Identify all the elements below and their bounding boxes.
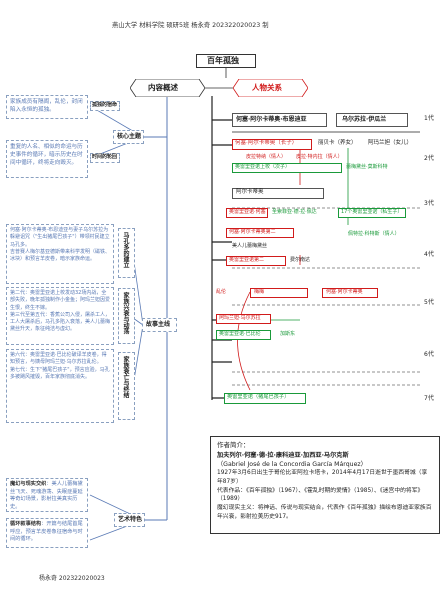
g2-c: 阿玛兰妲（女儿） xyxy=(368,140,413,146)
g1-female-box xyxy=(336,113,408,127)
g3-b: 奥雷里亚诺·何塞 xyxy=(229,209,266,215)
story-phase-3-desc-box: 第六代：奥雷里亚诺·巴比伦破译羊皮卷，得知预言，与姨母阿玛兰妲·乌尔苏拉乱伦。 … xyxy=(6,349,114,423)
g5-c: 阿玛兰妲·乌尔苏拉 xyxy=(219,315,261,321)
g4-d: 费尔南达 xyxy=(290,257,311,263)
author-name-latin: （Gabriel José de la Concordia García Már… xyxy=(217,461,367,469)
art-label: 艺术特色 xyxy=(118,516,143,523)
author-heading: 作者简介： xyxy=(217,441,250,449)
g6-a-box xyxy=(216,330,271,340)
core-item-2-desc: 重复的人名、相似的命运与历史事件的循环，暗示历史在时间中循环，终将走向毁灭。 xyxy=(10,144,83,167)
g5-a: 梅梅 xyxy=(254,289,265,295)
story-phase-3-label: 家族衰亡与终结 xyxy=(122,356,129,398)
art-item-1-text: 魔幻与现实交织：美人儿蕾梅黛丝飞天、死魂游荡、失眠症蔓延等奇幻场景，影射拉美真实… xyxy=(10,481,83,510)
side-label: 乱伦 xyxy=(216,289,227,295)
g4-a-box xyxy=(226,228,294,238)
g5-a-box xyxy=(250,288,308,298)
art-node xyxy=(114,513,145,527)
g3-c: 17个奥雷里亚诺（私生子） xyxy=(341,209,403,215)
author-bio-3: 魔幻现实主义：将神话、传说与现实结合，代表作《百年孤独》描绘布恩迪亚家族百年兴衰… xyxy=(217,505,432,520)
page-title: 百年孤独 xyxy=(207,56,239,65)
g2-note2: 皮拉·特内拉（情人） xyxy=(296,154,343,160)
story-phase-1-desc: 何塞·阿尔卡蒂奥·布恩迪亚与妻子乌尔苏拉为躲避诅咒（"生出猪尾巴孩子"）带领村民… xyxy=(10,227,111,262)
story-phase-3-desc: 第六代：奥雷里亚诺·巴比伦破译羊皮卷，得知预言，与姨母阿玛兰妲·乌尔苏拉乱伦。 … xyxy=(10,352,110,380)
core-item-2-label: 时间的轮回 xyxy=(92,154,118,160)
core-item-1-label-box xyxy=(90,101,120,111)
core-theme-label: 核心主题 xyxy=(117,133,142,140)
left-hub-label: 内容概述 xyxy=(148,83,178,92)
gen-label-6: 6代 xyxy=(424,351,434,358)
g6-a: 奥雷里亚诺·巴比伦 xyxy=(219,331,261,337)
author-bio-1: 1927年3月6日出生于哥伦比亚阿拉卡塔卡，2014年4月17日逝世于墨西哥城（… xyxy=(217,470,428,486)
core-item-2-desc-box: 重复的人名、相似的命运与历史事件的循环，暗示历史在时间中循环，终将走向毁灭。 xyxy=(6,140,88,178)
story-phase-2-desc-box: 第二代：奥雷里亚诺上校发动32场内战，全部失败，晚年孤独制作小金鱼；阿玛兰妲因爱… xyxy=(6,287,114,345)
g2-b-box xyxy=(232,163,342,173)
g5-b: 何塞·阿尔卡蒂奥 xyxy=(326,289,363,295)
g2-a-box xyxy=(232,139,312,150)
footer: 杨永奇 202322020023 xyxy=(39,575,105,582)
story-phase-2-desc: 第二代：奥雷里亚诺上校发动32场内战，全部失败，晚年孤独制作小金鱼；阿玛兰妲因爱… xyxy=(10,290,111,333)
g3-a-box xyxy=(232,188,324,199)
g1-female: 乌尔苏拉·伊瓜兰 xyxy=(342,116,387,123)
author-bio-2: 代表作品：《百年孤独》（1967）、《霍乱时期的爱情》（1985）、《迷宫中的将… xyxy=(217,487,424,503)
gen-label-5: 5代 xyxy=(424,299,434,306)
core-item-1-desc: 家族成员有隔阂，乱伦，封闭陷入永恒的孤独。 xyxy=(10,99,83,114)
g3-d: 圣索菲亚·德·拉·佩达 xyxy=(272,209,317,215)
g4-e: 佩特拉·科特斯（情人） xyxy=(348,231,400,237)
gen-label-4: 4代 xyxy=(424,251,434,258)
gen-label-3: 3代 xyxy=(424,200,434,207)
g7-a: 奥雷里亚诺（猪尾巴孩子） xyxy=(227,394,290,400)
story-phase-2-label: 家族兴衰与动荡 xyxy=(122,292,129,334)
author-name: 加夫列尔·何塞·德·拉·康科迪亚·加西亚·马尔克斯 xyxy=(217,451,349,459)
g5-c-box xyxy=(216,314,271,324)
right-hub-shape xyxy=(233,79,308,97)
g2-e: 蕾梅黛丝·莫斯科特 xyxy=(346,164,388,170)
g3-a: 阿尔卡蒂奥 xyxy=(236,189,264,195)
story-phase-1-label-box xyxy=(118,228,135,278)
gen-label-7: 7代 xyxy=(424,395,434,402)
story-phase-3-label-box xyxy=(118,352,135,420)
gen-label-2: 2代 xyxy=(424,155,434,162)
core-theme-node xyxy=(113,130,144,144)
art-item-1-box: 魔幻与现实交织：美人儿蕾梅黛丝飞天、死魂游荡、失眠症蔓延等奇幻场景，影射拉美真实… xyxy=(6,478,88,512)
story-node xyxy=(142,318,177,332)
g7-a-box xyxy=(224,393,306,404)
gen-label-1: 1代 xyxy=(424,115,434,122)
right-hub-label: 人物关系 xyxy=(252,83,282,92)
g2-note1: 皮拉特纳（情人） xyxy=(246,154,287,160)
g5-b-box xyxy=(322,288,378,298)
g4-c: 美人儿蕾梅黛丝 xyxy=(232,243,268,249)
story-phase-1-desc-box: 何塞·阿尔卡蒂奥·布恩迪亚与妻子乌尔苏拉为躲避诅咒（"生出猪尾巴孩子"）带领村民… xyxy=(6,224,114,284)
g4-a: 何塞·阿尔卡蒂奥第二 xyxy=(229,229,276,235)
g1-male: 何塞·阿尔卡蒂奥·布恩迪亚 xyxy=(236,116,307,123)
g2-b: 奥雷里亚诺上校（次子） xyxy=(235,164,291,170)
story-label: 故事主线 xyxy=(146,321,171,328)
art-item-2-box: 循环叙事结构：开篇与结尾首尾呼应，预言羊皮卷象征宿命与时间的循环。 xyxy=(6,518,88,548)
core-item-1-label: 孤独的宿命 xyxy=(92,102,118,108)
g3-b-box xyxy=(226,208,268,218)
art-item-2-text: 循环叙事结构：开篇与结尾首尾呼应，预言羊皮卷象征宿命与时间的循环。 xyxy=(10,521,83,543)
g4-b: 奥雷里亚诺第二 xyxy=(229,257,265,263)
g1-male-box xyxy=(232,113,327,127)
g2-a: 何塞·阿尔卡蒂奥（长子） xyxy=(235,140,298,146)
g6-b: 加斯东 xyxy=(280,331,296,337)
header-line: 燕山大学 材料学院 硕研5班 杨永奇 202322020023 制 xyxy=(112,22,269,29)
story-phase-1-label: 马孔多的建立 xyxy=(122,232,129,268)
core-item-2-label-box xyxy=(90,153,120,163)
g3-c-box xyxy=(338,208,406,218)
g4-b-box xyxy=(226,256,286,266)
title-box xyxy=(196,54,256,68)
author-box: 作者简介： 加夫列尔·何塞·德·拉·康科迪亚·加西亚·马尔克斯 （Gabriel… xyxy=(210,436,440,534)
g2-d: 丽贝卡（养女） xyxy=(318,140,357,146)
story-phase-2-label-box xyxy=(118,288,135,344)
left-hub-shape xyxy=(130,79,205,97)
core-item-1-desc-box: 家族成员有隔阂，乱伦，封闭陷入永恒的孤独。 xyxy=(6,95,88,119)
